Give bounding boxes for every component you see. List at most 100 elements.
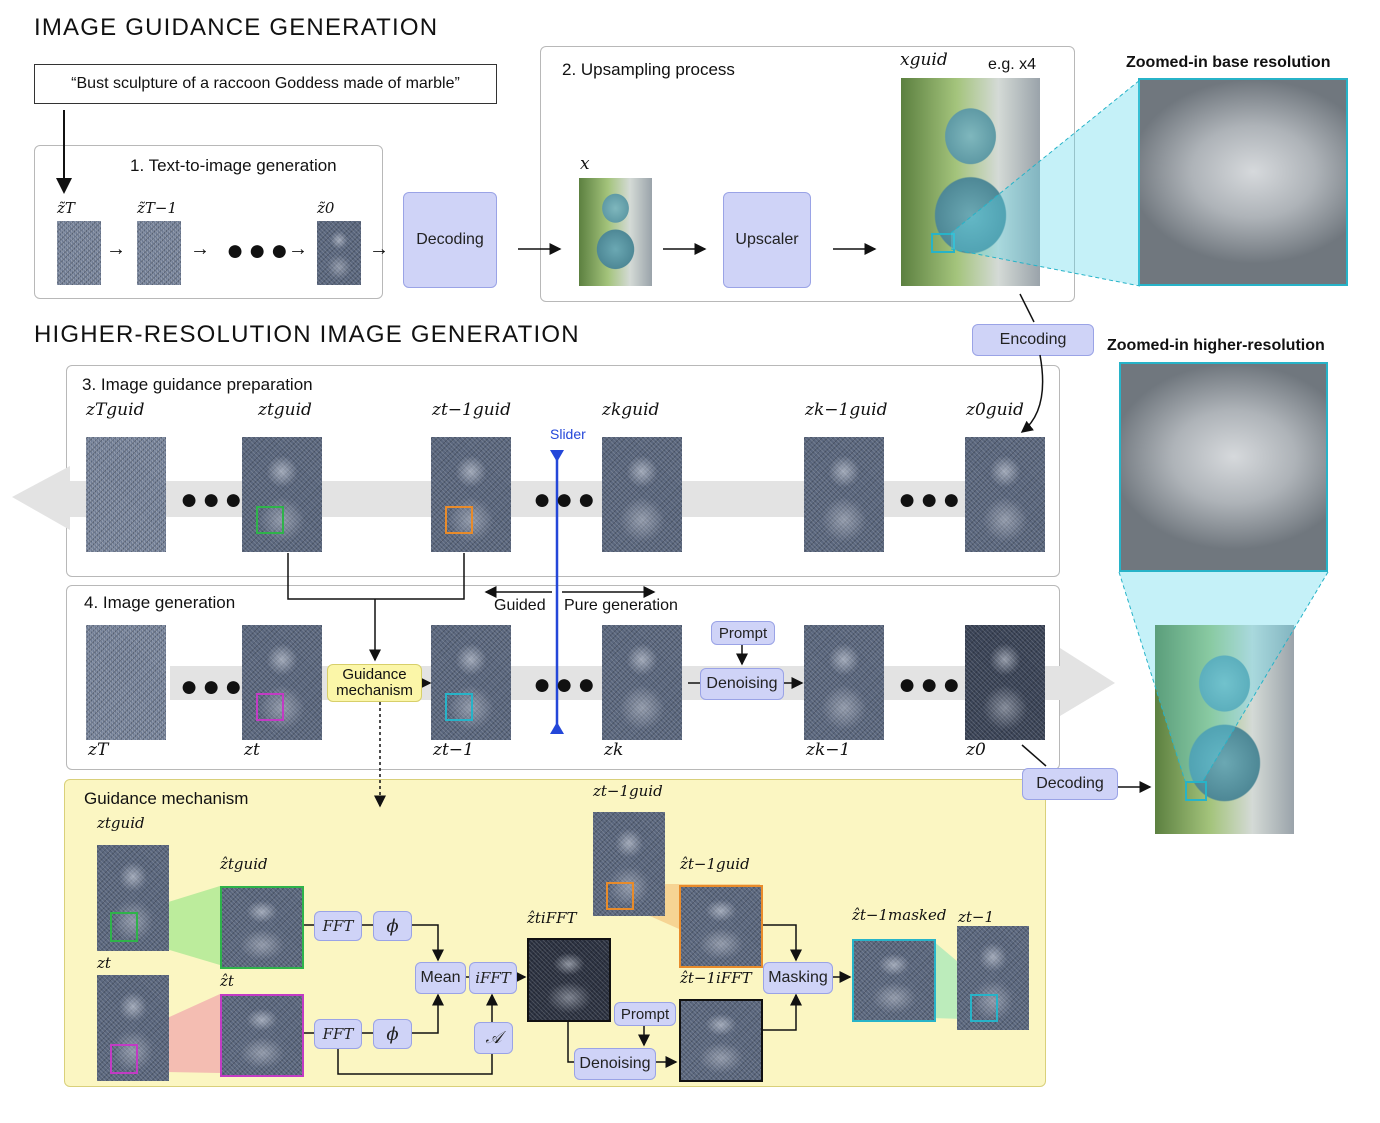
cyan-patch-marker: [445, 693, 473, 721]
ellipsis-icon: ●●●: [898, 483, 965, 516]
phi-box-top: ϕ: [373, 911, 412, 941]
gm-orange-marker: [606, 882, 634, 910]
label-zT: zT: [88, 740, 109, 760]
gm-zifft: [527, 938, 611, 1022]
arrow-icon: →: [288, 238, 308, 260]
label-zT-tilde: z̃T: [57, 199, 75, 217]
gm-label-zt1guid: zt−1guid: [593, 782, 663, 800]
latent-zt1guid: [431, 437, 511, 552]
panel-title-3: 3. Image guidance preparation: [82, 375, 313, 394]
gm-masked: [852, 939, 936, 1022]
gm-magenta-marker: [110, 1044, 138, 1074]
label-ztguid: ztguid: [258, 400, 312, 420]
denoising-box-gm: Denoising: [574, 1048, 656, 1080]
ellipsis-icon: ●●●: [226, 234, 293, 267]
guidance-mech-line2: mechanism: [336, 682, 413, 699]
image-xguid: [901, 78, 1040, 286]
label-zk1: zk−1: [806, 740, 851, 760]
panel-title-4: 4. Image generation: [84, 593, 236, 612]
gm-label-zt: zt: [97, 954, 111, 972]
ellipsis-icon: ●●●: [180, 483, 247, 516]
denoising-box: Denoising: [700, 668, 784, 700]
gm-label-zifft: ẑtiFFT: [527, 909, 577, 927]
label-zt: zt: [244, 740, 260, 760]
latent-z0: [965, 625, 1045, 740]
arrow-icon: →: [369, 238, 389, 260]
gm-label-zhat: ẑt: [220, 972, 234, 990]
gm-zhat-t1ifft: [679, 999, 763, 1082]
label-z0-tilde: z̃0: [317, 199, 335, 217]
section-title-higher: HIGHER-RESOLUTION IMAGE GENERATION: [34, 321, 580, 348]
panel-title-1: 1. Text-to-image generation: [130, 156, 337, 175]
ellipsis-icon: ●●●: [898, 668, 965, 701]
decoding-box-final: Decoding: [1022, 768, 1118, 800]
label-z0: z0: [966, 740, 986, 760]
zoom-base-image: [1138, 78, 1348, 286]
final-image: [1155, 625, 1294, 834]
zoom-region-marker: [931, 233, 955, 253]
latent-z0guid: [965, 437, 1045, 552]
guidance-mechanism-box: Guidance mechanism: [327, 664, 422, 702]
fft-box-top: FFT: [314, 911, 362, 941]
gm-cyan-marker: [970, 994, 998, 1022]
latent-zk1: [804, 625, 884, 740]
ellipsis-icon: ●●●: [180, 670, 247, 703]
prompt-text-box: “Bust sculpture of a raccoon Goddess mad…: [34, 64, 497, 104]
ellipsis-icon: ●●●: [533, 483, 600, 516]
panel-title-5: Guidance mechanism: [84, 789, 249, 808]
gm-label-ztguid: ztguid: [97, 814, 145, 832]
gm-label-zhat-t1ifft: ẑt−1iFFT: [680, 969, 752, 987]
final-zoom-marker: [1185, 781, 1207, 801]
gm-label-masked: ẑt−1masked: [852, 906, 947, 924]
gm-zt1: [957, 926, 1029, 1030]
upscaler-box: Upscaler: [723, 192, 811, 288]
prompt-box-gm: Prompt: [614, 1002, 676, 1026]
label-guided: Guided: [494, 597, 546, 614]
latent-zT1-tilde: [137, 221, 181, 285]
latent-zT-tilde: [57, 221, 101, 285]
magenta-patch-marker: [256, 693, 284, 721]
mean-box: Mean: [415, 962, 466, 994]
image-x: [579, 178, 652, 286]
label-zoom-high: Zoomed-in higher-resolution: [1107, 337, 1325, 354]
A-box: 𝒜: [474, 1022, 513, 1054]
ellipsis-icon: ●●●: [533, 668, 600, 701]
masking-box: Masking: [763, 962, 833, 994]
label-xguid: xguid: [900, 50, 948, 70]
label-zoom-base: Zoomed-in base resolution: [1126, 54, 1331, 71]
section-title-guidance: IMAGE GUIDANCE GENERATION: [34, 14, 439, 41]
label-zk1guid: zk−1guid: [805, 400, 888, 420]
latent-z0-tilde: [317, 221, 361, 285]
label-x: x: [580, 154, 590, 174]
gm-zt: [97, 975, 169, 1081]
label-zt1: zt−1: [433, 740, 474, 760]
encoding-box: Encoding: [972, 324, 1094, 356]
gm-label-zhat-guid: ẑtguid: [220, 855, 268, 873]
label-z0guid: z0guid: [966, 400, 1024, 420]
label-eg-x4: e.g. x4: [988, 56, 1037, 73]
orange-patch-marker: [445, 506, 473, 534]
label-zt1guid: zt−1guid: [432, 400, 511, 420]
zoom-high-image: [1119, 362, 1328, 572]
prompt-box: Prompt: [711, 621, 775, 645]
gm-zhat-t1guid: [679, 885, 763, 968]
ifft-box: iFFT: [469, 962, 517, 994]
guidance-mech-line1: Guidance: [342, 666, 407, 684]
panel-title-2: 2. Upsampling process: [562, 60, 735, 79]
label-slider: Slider: [550, 426, 586, 442]
latent-ztguid: [242, 437, 322, 552]
gm-ztguid: [97, 845, 169, 951]
gm-zhat-guid: [220, 886, 304, 969]
gm-label-zt1: zt−1: [958, 908, 995, 926]
arrow-icon: →: [106, 238, 126, 260]
arrow-icon: →: [190, 238, 210, 260]
phi-box-bottom: ϕ: [373, 1019, 412, 1049]
label-pure-generation: Pure generation: [564, 597, 678, 614]
gm-zt1guid: [593, 812, 665, 916]
gm-zhat: [220, 994, 304, 1077]
latent-zk: [602, 625, 682, 740]
green-patch-marker: [256, 506, 284, 534]
latent-zt: [242, 625, 322, 740]
label-zk: zk: [604, 740, 624, 760]
latent-zk1guid: [804, 437, 884, 552]
